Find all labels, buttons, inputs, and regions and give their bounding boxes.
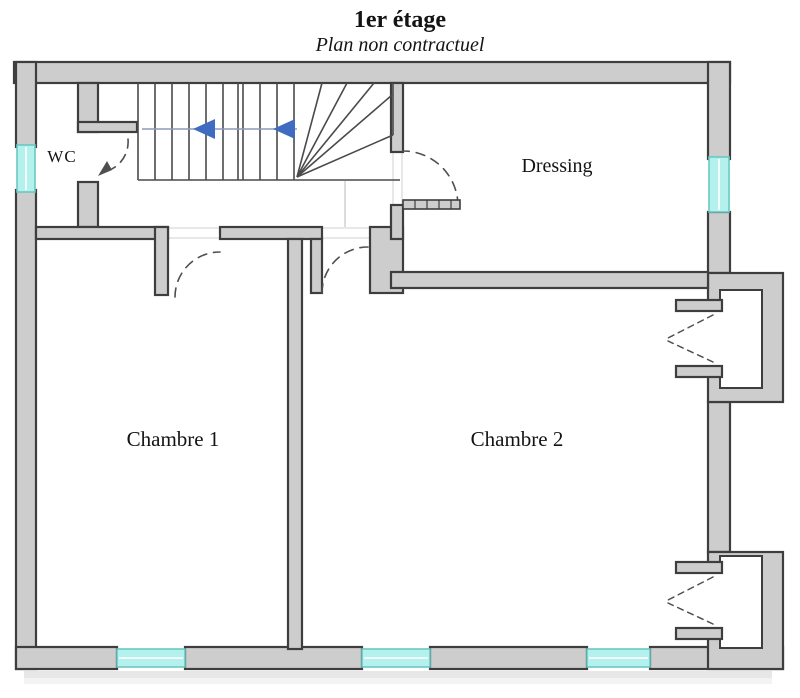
page-title: 1er étage [354,7,447,33]
stair-winder-tread [296,134,394,178]
bay-upper-door-swing [667,340,714,363]
windows [16,144,730,668]
window-bays [667,289,763,649]
wall-bottom-2 [183,645,364,671]
bay-upper-alcove [719,289,763,389]
wall-right-mid-1 [706,210,732,275]
wall-left-lower [14,188,38,671]
stair-direction-arrow-icon [193,119,215,139]
doors [98,138,461,298]
bay-upper-jamb-top [674,298,724,313]
bay-upper-opening [696,311,722,366]
hallway-wall-left [34,225,170,241]
dressing-wall-south [389,270,710,290]
stair-winder-tread [296,94,393,178]
wc-wall-lower [76,180,100,229]
room-labels: WC Dressing Chambre 1 Chambre 2 [47,147,592,451]
shadow-band [24,678,772,684]
chambre2-door-jamb [309,237,324,295]
wc-label: WC [47,147,76,166]
chambre2-label: Chambre 2 [471,427,564,451]
wall-between-chambres [286,237,304,651]
dressing-door-leaf [402,199,461,210]
bay-lower-jamb-top [674,560,724,575]
bay-lower-alcove [719,555,763,649]
dressing-door-arc [402,150,459,207]
hallway-wall-mid [218,225,324,241]
stair-winder-tread [296,82,375,178]
wc-wall-stub-arm [76,120,139,134]
bay-upper-door-swing [667,314,714,339]
chambre1-door-arc [174,251,221,298]
wall-bottom-1 [14,645,119,671]
stair-direction-arrow-icon [273,119,295,139]
bay-lower-jamb-bottom [674,626,724,641]
chambre1-label: Chambre 1 [127,427,220,451]
bay-lower-door-swing [667,602,714,625]
bay-lower-opening [696,573,722,628]
staircase [137,82,400,181]
chambre2-door-arc [321,246,369,294]
inner-walls [34,81,710,651]
wall-right-upper [706,60,732,161]
dressing-label: Dressing [521,155,592,177]
bay-upper-jamb-bottom [674,364,724,379]
wc-door-arrow-icon [98,161,112,176]
dressing-wall-left-upper [389,81,405,154]
page-subtitle: Plan non contractuel [315,34,485,56]
wall-bottom-3 [428,645,589,671]
chambre1-door-jamb [153,225,170,297]
dressing-wall-left-lower [389,203,405,241]
bay-lower-door-swing [667,576,714,601]
wall-right-mid-2 [706,400,732,554]
stair-winder-tread [296,82,348,178]
stair-winder-tread [296,82,323,178]
wall-left-upper [14,60,38,149]
scan-shadow [24,671,772,684]
wall-top [12,60,732,85]
shadow-band [24,671,772,678]
